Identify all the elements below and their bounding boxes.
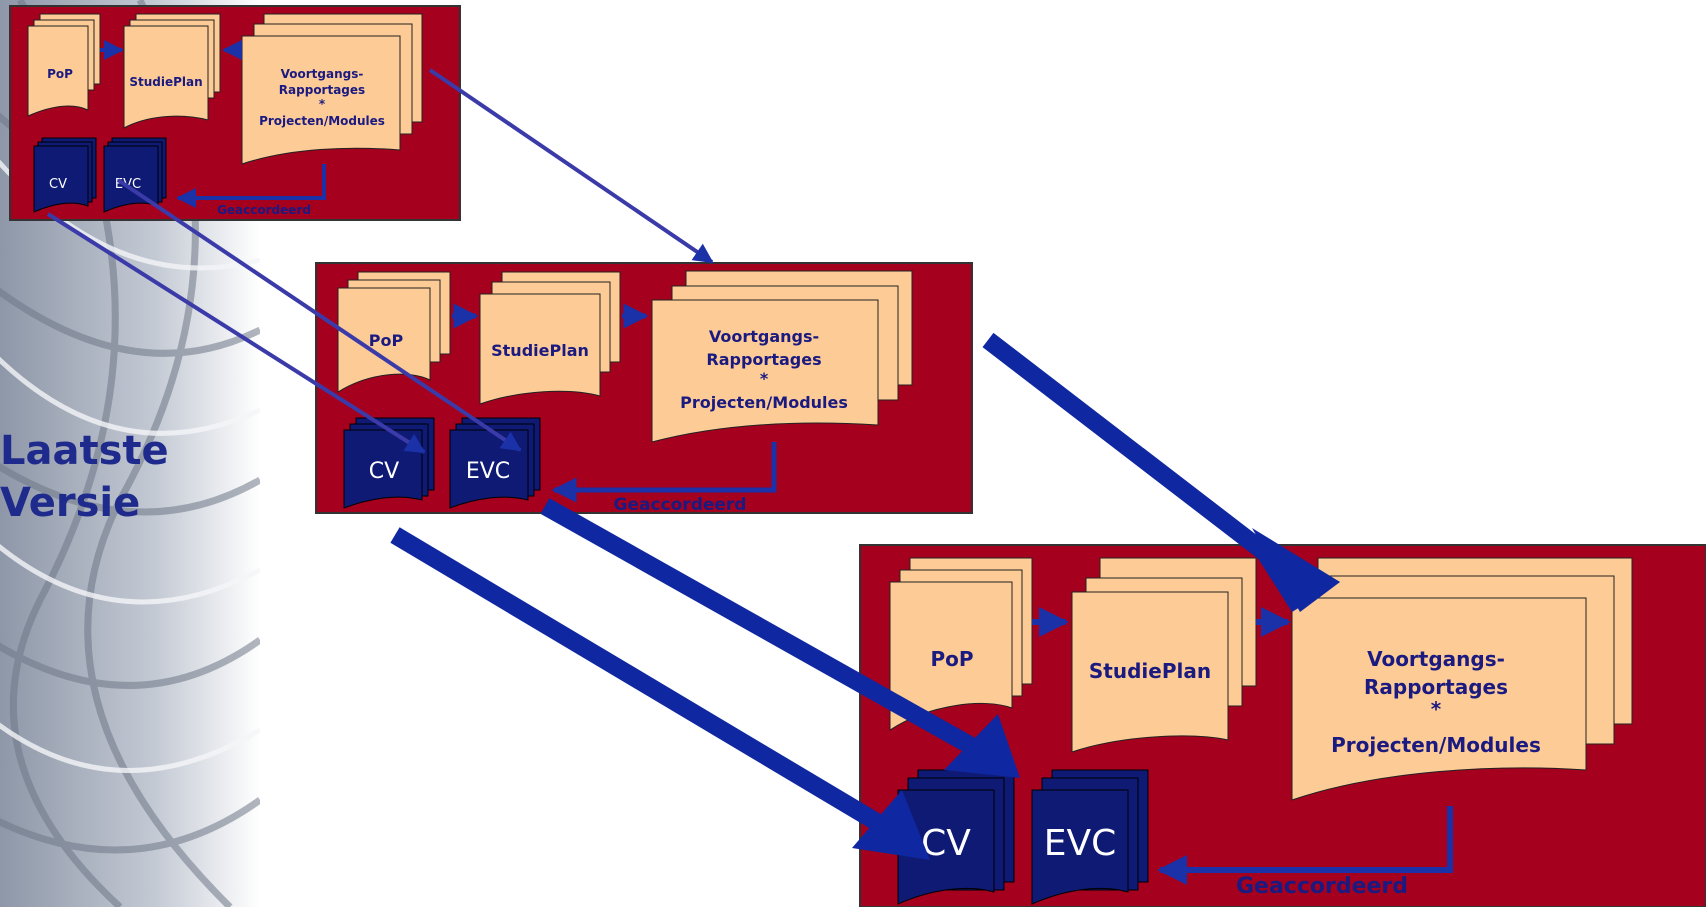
arrow-evc-medium-to-large-head <box>944 714 1020 778</box>
pop-label: PoP <box>369 331 404 350</box>
voortgang-doc-stack: Voortgangs- Rapportages * Projecten/Modu… <box>1291 557 1633 801</box>
cv-label: CV <box>369 459 399 484</box>
voortgang-label-3: * <box>760 369 769 388</box>
panel-small: PoP StudiePlan Voortgangs- Rapportages *… <box>9 5 461 221</box>
side-title-line1: Laatste <box>0 428 169 474</box>
voortgang-label-2: Rapportages <box>279 83 365 97</box>
geaccordeerd-label: Geaccordeerd <box>1236 874 1408 899</box>
studieplan-doc-stack: StudiePlan <box>479 271 621 405</box>
arrow-cv-medium-to-large <box>390 527 895 838</box>
voortgang-doc-stack: Voortgangs- Rapportages * Projecten/Modu… <box>651 270 913 443</box>
pop-doc-stack: PoP <box>337 271 451 393</box>
cv-label: CV <box>49 177 67 192</box>
evc-doc-stack: EVC <box>1031 769 1149 905</box>
pop-doc-stack: PoP <box>27 13 101 117</box>
voortgang-label-1: Voortgangs- <box>281 67 364 81</box>
cv-label: CV <box>921 823 971 864</box>
voortgang-label-1: Voortgangs- <box>1367 647 1505 671</box>
side-title-line2: Versie <box>0 480 141 526</box>
side-title: Laatste Versie <box>0 425 169 529</box>
voortgang-label-3: * <box>319 97 326 111</box>
arrow-cv-small-to-medium <box>46 212 426 454</box>
voortgang-label-4: Projecten/Modules <box>259 114 385 128</box>
voortgang-label-4: Projecten/Modules <box>680 393 848 412</box>
cv-doc-stack: CV <box>897 769 1015 905</box>
connector-arrows <box>46 68 1340 860</box>
panel-large: PoP StudiePlan Voortgangs- Rapportages *… <box>859 544 1706 907</box>
voortgang-label-2: Rapportages <box>1364 675 1508 699</box>
voortgang-label-1: Voortgangs- <box>709 327 819 346</box>
evc-label: EVC <box>1044 823 1117 864</box>
geaccordeerd-label: Geaccordeerd <box>614 495 747 515</box>
pop-doc-stack: PoP <box>889 557 1033 731</box>
evc-doc-stack: EVC <box>449 417 541 509</box>
arrow-evc-small-to-medium <box>116 178 522 452</box>
studieplan-label: StudiePlan <box>1089 659 1211 683</box>
pop-label: PoP <box>47 67 73 81</box>
cv-doc-stack: CV <box>343 417 435 509</box>
arrow-evc-medium-to-large <box>540 498 987 760</box>
evc-doc-stack: EVC <box>103 137 167 213</box>
geaccordeerd-label: Geaccordeerd <box>217 203 311 217</box>
voortgang-label-4: Projecten/Modules <box>1331 733 1541 757</box>
voortgang-label-3: * <box>1431 697 1442 721</box>
pop-label: PoP <box>930 647 973 671</box>
arrow-medium-to-large <box>982 332 1274 563</box>
evc-label: EVC <box>466 459 510 484</box>
studieplan-label: StudiePlan <box>129 75 202 89</box>
cv-doc-stack: CV <box>33 137 97 213</box>
voortgang-label-2: Rapportages <box>706 350 821 369</box>
voortgang-doc-stack: Voortgangs- Rapportages * Projecten/Modu… <box>241 13 423 165</box>
studieplan-doc-stack: StudiePlan <box>1071 557 1257 753</box>
studieplan-label: StudiePlan <box>491 341 589 360</box>
arrow-small-to-medium <box>428 68 714 264</box>
arrow-cv-medium-to-large-head <box>852 790 930 860</box>
panel-medium: PoP StudiePlan Voortgangs- Rapportages *… <box>315 262 973 515</box>
studieplan-doc-stack: StudiePlan <box>123 13 221 129</box>
